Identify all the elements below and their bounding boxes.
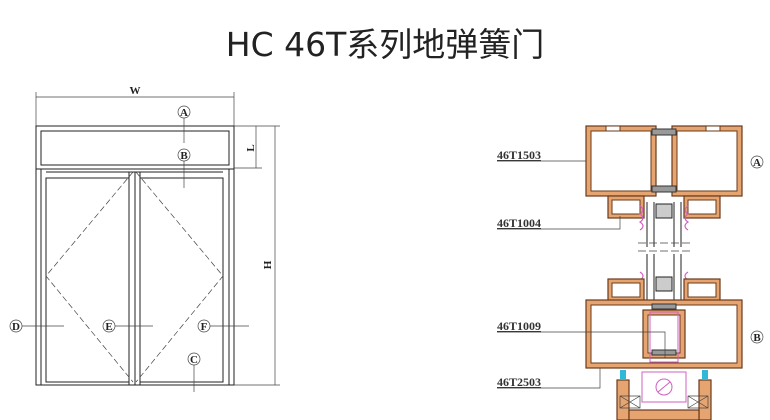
svg-text:D: D [12, 321, 20, 333]
part-label-46t1009: 46T1009 [497, 319, 541, 333]
svg-text:F: F [201, 321, 208, 333]
svg-text:E: E [105, 321, 112, 333]
section-callout-b: B [750, 330, 764, 344]
part-label-46t1004: 46T1004 [497, 216, 541, 230]
part-label-46t2503: 46T2503 [497, 375, 541, 389]
transom-height-label: L [245, 144, 257, 151]
profile-section: 46T1503 46T1004 46T1009 46T2503 A B [497, 125, 764, 420]
svg-text:A: A [753, 157, 761, 169]
section-callout-a: A [750, 155, 764, 169]
height-label: H [262, 260, 274, 269]
width-label: W [130, 85, 141, 97]
callout-a: A [177, 105, 191, 143]
callout-b: B [177, 148, 191, 188]
callout-f: F [197, 319, 249, 333]
svg-text:A: A [180, 107, 188, 119]
door-elevation: W L H A B C D E F [9, 85, 280, 392]
svg-text:C: C [190, 354, 198, 366]
svg-text:B: B [180, 150, 188, 162]
callout-e: E [102, 319, 153, 333]
svg-text:B: B [753, 332, 761, 344]
callout-d: D [9, 319, 64, 333]
callout-c: C [187, 352, 201, 392]
page-title: HC 46T系列地弹簧门 [225, 25, 545, 64]
part-label-46t1503: 46T1503 [497, 148, 541, 162]
